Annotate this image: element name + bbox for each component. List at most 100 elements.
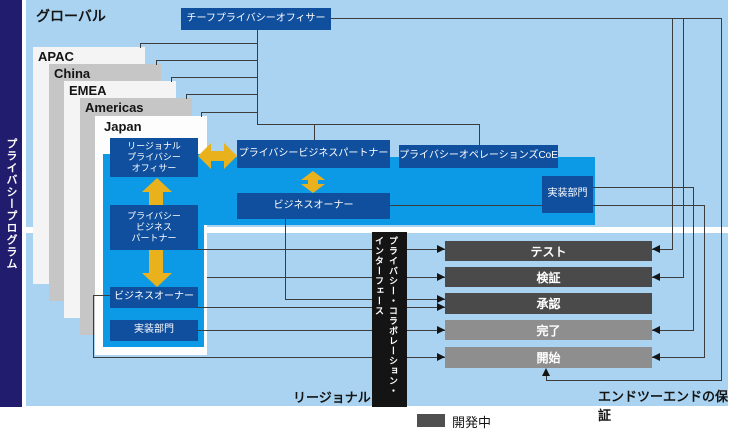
connector-line xyxy=(672,18,673,249)
connector-line xyxy=(546,380,722,381)
connector-line xyxy=(198,307,372,308)
connector-line xyxy=(546,376,547,381)
privacy-program-bar-label: プライバシープログラム xyxy=(5,137,17,270)
flow-box-start-label: 開始 xyxy=(536,351,561,365)
connector-line xyxy=(652,277,684,278)
arrowhead-right-icon xyxy=(437,353,445,361)
connector-line xyxy=(407,277,445,278)
legend-swatch-under-development xyxy=(417,414,445,427)
arrowhead-left-icon xyxy=(652,326,660,334)
japan-privacy-business-partner-box: プライバシー ビジネス パートナー xyxy=(110,205,198,250)
arrowhead-right-icon xyxy=(437,245,445,253)
global-implementation-label: 実装部門 xyxy=(547,188,588,200)
flow-box-complete: 完了 xyxy=(445,320,652,340)
arrowhead-left-icon xyxy=(652,273,660,281)
global-region-label: グローバル xyxy=(36,8,106,24)
connector-line xyxy=(140,43,141,48)
flow-box-verify: 検証 xyxy=(445,267,652,287)
connector-line xyxy=(704,205,705,357)
japan-implementation-label: 実装部門 xyxy=(134,324,174,336)
flow-box-approve: 承認 xyxy=(445,293,652,314)
band-double-arrow-shaft xyxy=(308,179,318,185)
japan-down-arrow-head xyxy=(142,273,172,287)
japan-pbp-line1: プライバシー xyxy=(127,210,181,221)
japan-up-arrow-head xyxy=(142,178,172,192)
privacy-business-partner-box: プライバシービジネスパートナー xyxy=(237,140,390,168)
connector-line xyxy=(198,330,372,331)
connector-line xyxy=(683,18,684,277)
chief-privacy-officer-label: チーフプライバシーオフィサー xyxy=(186,12,326,24)
flow-box-approve-label: 承認 xyxy=(536,297,561,311)
collaboration-interface-bar: プライバシー・コラボレーション・ インターフェース xyxy=(372,232,407,407)
connector-line xyxy=(93,295,94,357)
japan-regional-privacy-officer-box: リージョナル プライバシー オフィサー xyxy=(110,138,198,177)
panel-label-china: China xyxy=(54,66,91,81)
japan-implementation-box: 実装部門 xyxy=(110,320,198,341)
connector-line xyxy=(693,187,694,330)
arrowhead-left-icon xyxy=(652,245,660,253)
connector-line xyxy=(407,249,445,250)
collab-bar-line1: プライバシー・コラボレーション・ xyxy=(388,236,398,396)
global-business-owner-box: ビジネスオーナー xyxy=(237,193,390,219)
flow-box-verify-label: 検証 xyxy=(536,270,561,285)
connector-line xyxy=(407,330,445,331)
connector-line xyxy=(93,357,372,358)
connector-line xyxy=(156,60,157,65)
rpo-pbp-arrow-right-head xyxy=(224,143,237,169)
collab-bar-line2: インターフェース xyxy=(374,236,384,316)
connector-line xyxy=(201,112,257,113)
flow-box-complete-label: 完了 xyxy=(536,323,561,338)
japan-business-owner-label: ビジネスオーナー xyxy=(114,291,194,303)
connector-line xyxy=(407,307,445,308)
band-double-arrow-top-head xyxy=(301,171,325,180)
connector-line xyxy=(186,94,187,99)
connector-line xyxy=(652,249,673,250)
connector-line xyxy=(285,299,372,300)
connector-line xyxy=(479,124,480,145)
connector-line xyxy=(257,30,258,124)
japan-rpo-label: リージョナル プライバシー オフィサー xyxy=(127,141,181,175)
japan-rpo-line1: リージョナル xyxy=(127,140,181,151)
privacy-operations-coe-label: プライバシーオペレーションズCoE xyxy=(399,150,558,162)
flow-box-test: テスト xyxy=(445,241,652,261)
japan-up-arrow-shaft xyxy=(149,191,163,205)
panel-label-japan: Japan xyxy=(104,119,142,134)
connector-line xyxy=(186,94,257,95)
chief-privacy-officer-box: チーフプライバシーオフィサー xyxy=(181,8,331,30)
connector-line xyxy=(171,77,257,78)
arrowhead-right-icon xyxy=(437,303,445,311)
arrowhead-right-icon xyxy=(437,326,445,334)
japan-pbp-line3: パートナー xyxy=(131,233,177,244)
japan-pbp-label: プライバシー ビジネス パートナー xyxy=(127,211,181,245)
connector-line xyxy=(171,77,172,82)
panel-label-americas: Americas xyxy=(85,100,144,115)
privacy-operations-coe-box: プライバシーオペレーションズCoE xyxy=(399,145,558,168)
band-double-arrow-bottom-head xyxy=(301,184,325,193)
connector-line xyxy=(314,124,315,140)
connector-line xyxy=(201,112,202,117)
japan-rpo-line3: オフィサー xyxy=(131,163,177,174)
arrowhead-right-icon xyxy=(437,295,445,303)
japan-down-arrow-shaft xyxy=(149,250,163,274)
connector-line xyxy=(93,295,110,296)
global-business-owner-label: ビジネスオーナー xyxy=(273,199,354,211)
japan-pbp-line2: ビジネス xyxy=(135,221,172,232)
arrowhead-right-icon xyxy=(437,273,445,281)
connector-line xyxy=(721,18,722,380)
regional-region-label: リージョナル xyxy=(293,390,371,405)
connector-line xyxy=(156,60,257,61)
connector-line xyxy=(331,18,721,19)
arrowhead-up-icon xyxy=(542,368,550,376)
connector-line xyxy=(407,299,445,300)
arrowhead-left-icon xyxy=(652,353,660,361)
flow-box-start: 開始 xyxy=(445,347,652,368)
panel-label-emea: EMEA xyxy=(69,83,107,98)
collaboration-interface-label: プライバシー・コラボレーション・ インターフェース xyxy=(372,232,402,404)
rpo-pbp-arrow-shaft xyxy=(210,151,225,161)
connector-line xyxy=(407,357,445,358)
connector-line xyxy=(593,187,693,188)
global-implementation-box: 実装部門 xyxy=(542,176,593,213)
legend-label: 開発中 xyxy=(452,415,492,430)
japan-business-owner-box: ビジネスオーナー xyxy=(110,287,198,308)
